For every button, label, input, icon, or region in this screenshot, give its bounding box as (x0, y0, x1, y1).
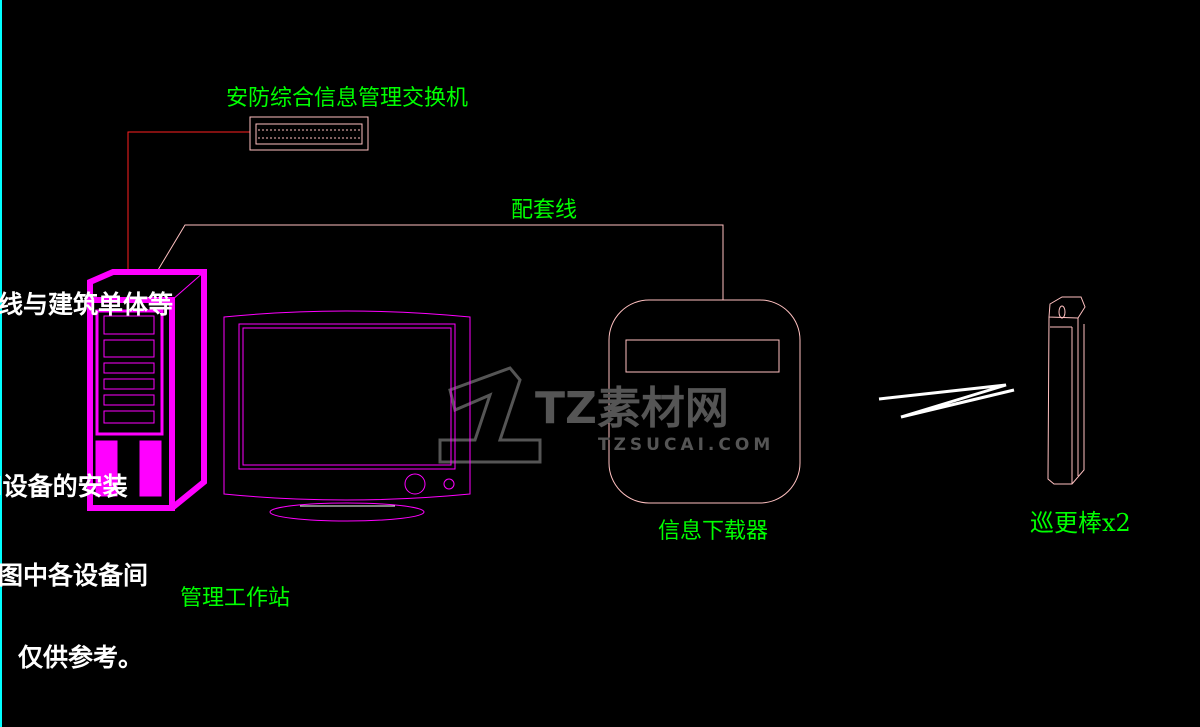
cable-label: 配套线 (511, 198, 578, 223)
monitor[interactable] (223, 310, 471, 522)
note-line-4: 仅供参考。 (18, 643, 144, 672)
note-line-2: l设备的安装 (0, 472, 128, 501)
downloader-label: 信息下载器 (658, 519, 769, 544)
watermark-brand: TZ素材网 (535, 383, 729, 434)
switch-label: 安防综合信息管理交换机 (226, 86, 469, 111)
pc-tower[interactable] (87, 269, 207, 511)
wireless-signal-icon (878, 383, 1015, 419)
note-line-3: 图中各设备间 (0, 561, 149, 590)
switch-device[interactable] (249, 116, 369, 151)
patrol-stick[interactable] (1047, 296, 1086, 485)
workstation-label: 管理工作站 (180, 586, 291, 611)
watermark-logo-icon (438, 366, 542, 464)
info-downloader[interactable] (608, 299, 801, 504)
patrol-stick-label: 巡更棒x2 (1030, 509, 1131, 537)
watermark-url: TZSUCAI.COM (598, 435, 775, 455)
cable-line (157, 224, 724, 300)
note-line-1: 线与建筑单体等 (0, 290, 174, 319)
network-link (127, 131, 250, 270)
